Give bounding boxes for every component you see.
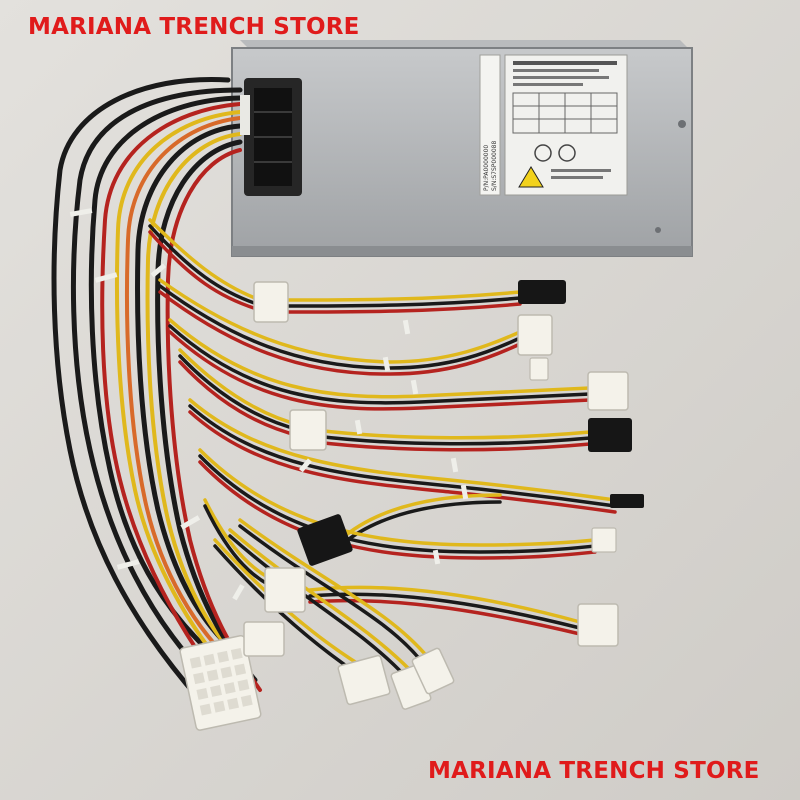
cable-tie [69,208,93,217]
wire-branch-yellow [188,398,617,502]
wire-branch-yellow [168,318,592,399]
screw-icon [678,120,686,128]
certification-mark-icon [534,144,552,162]
psu-rating-label [504,54,628,196]
sata-connector [518,280,566,304]
molex-connector [253,281,289,323]
wire-branch-yellow [148,218,262,302]
psu-bottom-shadow [232,246,692,256]
wire-branch-black [213,544,357,674]
cable-tie [432,549,441,565]
wire-trunk-black [70,87,243,683]
eps-4-pin-connector [243,621,285,657]
sn-text: S/N:S7SP000088 [491,141,498,191]
wire-branch-black [228,534,407,678]
wire-branch-red [148,230,262,312]
molex-connector [517,314,553,356]
molex-connector [577,603,619,647]
wire-trunk-black [155,139,258,683]
cable-tie [410,379,419,395]
wire-branch-black [308,592,582,630]
connectors [179,280,644,731]
cable-tie [150,263,167,278]
wire-branch-red [158,290,522,376]
wire-branch-yellow [238,518,432,662]
wire-branch-yellow [158,278,522,364]
wire-branch-black [158,284,522,370]
small-connector [591,527,617,553]
pcie-connector [411,647,455,695]
cable-tie [460,484,469,500]
wire-branch-red [283,302,522,314]
wire-branch-black [168,324,592,405]
wire-branch-black [148,224,262,307]
cable-tie [240,95,250,135]
serial-number-strip: P/N:PA0000000 S/N:S7SP000088 [479,54,501,196]
wire-branch-black [238,524,427,668]
wire-trunk-yellow [145,132,252,672]
small-connector [529,357,549,381]
sata-connector [297,514,353,566]
wire-branch-red [168,330,592,411]
cable-tie [450,457,459,473]
wire-branch-yellow [178,348,302,427]
cable-tie [94,272,118,283]
wire-branch-yellow [313,428,592,440]
warning-triangle-icon [518,166,544,188]
molex-connector [587,371,629,411]
wire-branch-black [198,454,597,554]
screw-icon [655,227,661,233]
cable-tie [116,559,140,570]
cable-tie [402,319,411,335]
wire-branch-black [188,404,617,508]
serial-strip-sticker [479,54,501,196]
cable-tie [354,419,363,435]
wire-branch-yellow [198,448,597,547]
wire-branch-black [283,296,522,308]
store-watermark-bottom: MARIANA TRENCH STORE [428,758,760,784]
molex-connector [289,409,327,451]
wire-branch-yellow [228,528,412,672]
wire-trunk-orange [124,116,242,672]
wire-branch-yellow [338,493,502,542]
store-watermark-top: MARIANA TRENCH STORE [28,14,360,40]
wire-branch-yellow [213,538,362,667]
fan-plug-connector [610,494,644,508]
power-supply-unit: P/N:PA0000000 S/N:S7SP000088 [231,40,693,257]
cable-tie [382,356,391,372]
pn-text: P/N:PA0000000 [483,145,490,191]
wire-branch-red [178,360,302,438]
wire-trunk-red [100,102,242,692]
cable-ties [69,95,469,601]
wire-trunk-black [51,77,231,703]
wire-branch-black [178,354,302,432]
wire-branch-red [188,410,617,514]
wire-trunk-black [88,95,243,673]
wire-branch-red [313,440,592,452]
cable-tie [180,515,201,530]
cable-tie [232,584,245,601]
wire-trunk-black [135,123,248,663]
wire-trunk-yellow [114,110,242,682]
ccc-mark-icon [558,144,576,162]
atx-24-pin-connector [179,634,262,731]
cable-harness [51,77,617,703]
wire-branch-black [313,434,592,446]
wire-branch-yellow [308,585,582,624]
eps-8-pin-connector [337,654,391,706]
wire-trunk-red [165,148,262,692]
sata-connector [588,418,632,452]
molex-connector [264,567,306,613]
wire-branch-yellow [283,290,522,302]
cable-tie [298,458,312,473]
wire-branch-red [308,598,582,636]
